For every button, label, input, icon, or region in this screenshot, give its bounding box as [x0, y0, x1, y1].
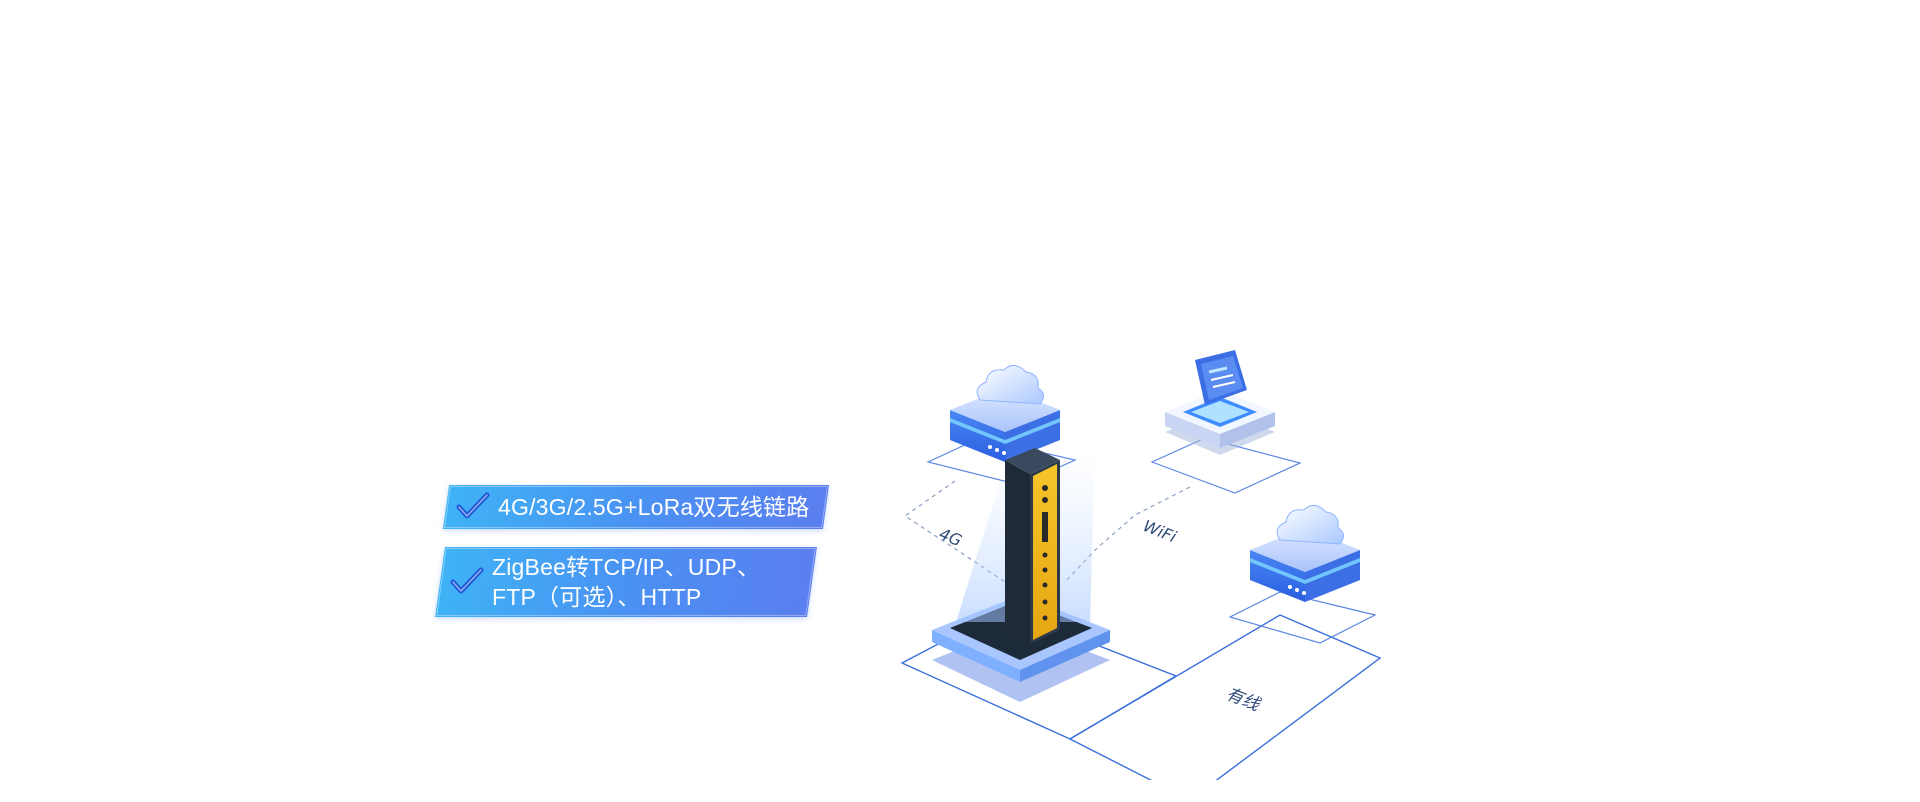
cloud-server-node	[1250, 505, 1360, 602]
feature-badge: 4G/3G/2.5G+LoRa双无线链路	[442, 485, 830, 529]
cloud-server-node	[950, 365, 1060, 462]
checkmark-icon	[450, 567, 484, 594]
gateway-node	[932, 448, 1110, 702]
link-label-wired: 有线	[1223, 684, 1264, 716]
feature-text: ZigBee转TCP/IP、UDP、 FTP（可选）、HTTP	[492, 554, 761, 610]
gateway-device-icon	[1005, 448, 1060, 644]
checkmark-icon	[456, 492, 490, 519]
cloud-server-icon	[950, 365, 1060, 462]
document-node	[1165, 350, 1275, 455]
document-terminal-icon	[1165, 350, 1275, 455]
feature-badge: ZigBee转TCP/IP、UDP、 FTP（可选）、HTTP	[435, 547, 817, 617]
network-diagram: 4G WiFi 有线	[900, 350, 1382, 780]
feature-text: 4G/3G/2.5G+LoRa双无线链路	[498, 494, 810, 520]
link-label-wifi: WiFi	[1141, 516, 1180, 547]
link-label-4g: 4G	[937, 524, 965, 550]
cloud-server-icon	[1250, 505, 1360, 602]
